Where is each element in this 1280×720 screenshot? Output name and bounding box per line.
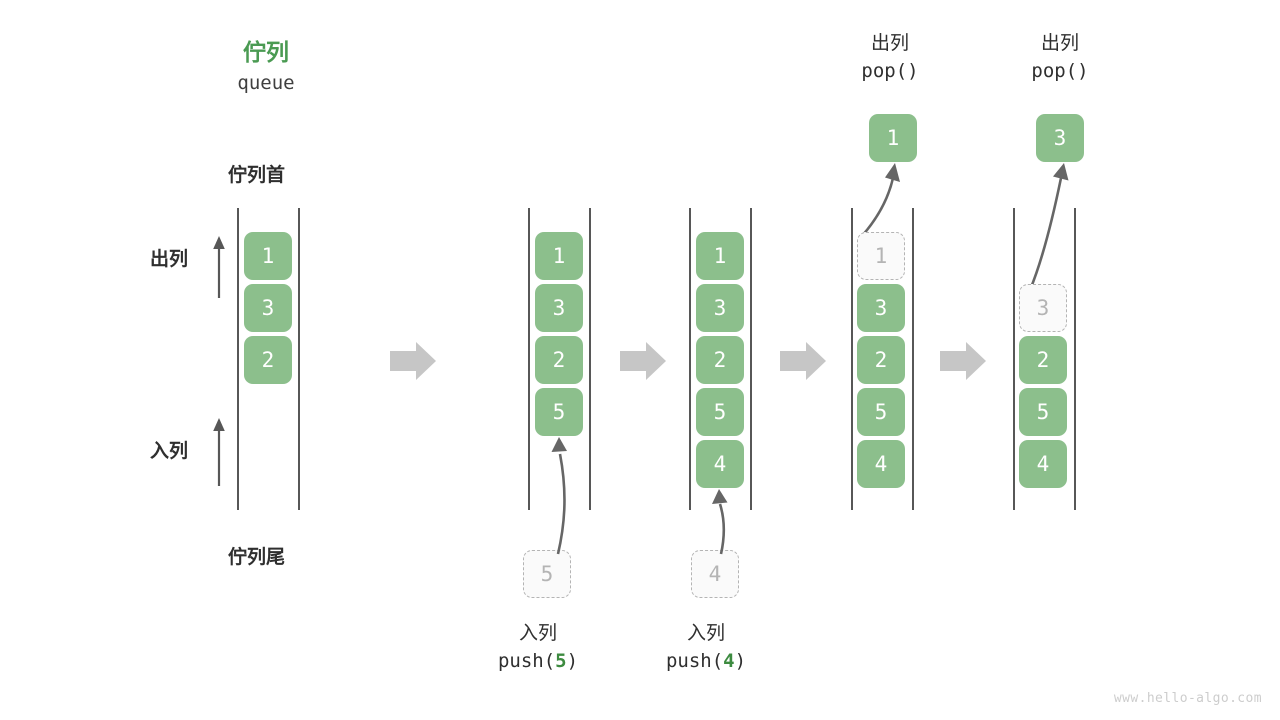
- enqueue-direction-arrow-icon: [213, 418, 225, 486]
- pop-arrow-icon: [1028, 163, 1069, 291]
- queue-cell: 2: [535, 336, 583, 384]
- push-4-label-cn: 入列: [686, 622, 725, 644]
- queue-cell: 5: [857, 388, 905, 436]
- queue-rail-right-stage-2: [589, 208, 591, 510]
- flow-arrow-icon: [780, 342, 826, 380]
- push-4-code-prefix: push(: [665, 649, 724, 672]
- push-5-code-prefix: push(: [497, 649, 556, 672]
- popped-cell: 1: [869, 114, 917, 162]
- pop-arrow-icon: [861, 163, 900, 237]
- queue-cell: 3: [1019, 284, 1067, 332]
- flow-arrow-icon: [390, 342, 436, 380]
- push-4-label-code: push(4): [616, 648, 796, 676]
- queue-rail-right-stage-1: [298, 208, 300, 510]
- enqueue-direction-label: 入列: [150, 440, 189, 462]
- queue-cell: 5: [1019, 388, 1067, 436]
- pop-1-label-code: pop(): [820, 58, 960, 86]
- pop-3-code-prefix: pop(: [1031, 59, 1078, 82]
- push-5-label-cn: 入列: [518, 622, 557, 644]
- queue-rail-left-stage-5: [1013, 208, 1015, 510]
- flow-arrow-icon: [620, 342, 666, 380]
- queue-cell: 4: [696, 440, 744, 488]
- queue-cell: 2: [1019, 336, 1067, 384]
- incoming-ghost-cell: 4: [691, 550, 739, 598]
- queue-rail-right-stage-4: [912, 208, 914, 510]
- pop-1-code-suffix: ): [907, 59, 919, 82]
- dequeue-direction-arrow-icon: [213, 236, 225, 298]
- queue-rail-right-stage-5: [1074, 208, 1076, 510]
- queue-cell: 3: [535, 284, 583, 332]
- queue-rail-right-stage-3: [750, 208, 752, 510]
- push-4-code-suffix: ): [734, 649, 747, 672]
- queue-cell: 3: [244, 284, 292, 332]
- push-4-operation-label: 入列 push(4): [616, 620, 796, 675]
- watermark: www.hello-algo.com: [1113, 691, 1262, 706]
- queue-rail-left-stage-1: [237, 208, 239, 510]
- queue-tail-label: 佇列尾: [228, 546, 286, 568]
- queue-cell: 3: [857, 284, 905, 332]
- queue-cell: 1: [535, 232, 583, 280]
- push-arrow-icon: [551, 437, 567, 555]
- queue-title-cn: 佇列: [243, 40, 289, 66]
- push-5-code-value: 5: [555, 649, 567, 672]
- push-5-operation-label: 入列 push(5): [448, 620, 628, 675]
- queue-cell: 2: [857, 336, 905, 384]
- pop-3-label-code: pop(): [990, 58, 1130, 86]
- queue-cell: 1: [696, 232, 744, 280]
- queue-cell: 1: [857, 232, 905, 280]
- queue-rail-left-stage-4: [851, 208, 853, 510]
- queue-cell: 2: [696, 336, 744, 384]
- incoming-ghost-cell: 5: [523, 550, 571, 598]
- pop-1-operation-label: 出列 pop(): [820, 30, 960, 85]
- queue-title-en: queue: [237, 72, 295, 94]
- pop-3-operation-label: 出列 pop(): [990, 30, 1130, 85]
- push-5-code-suffix: ): [566, 649, 579, 672]
- popped-cell: 3: [1036, 114, 1084, 162]
- queue-rail-left-stage-2: [528, 208, 530, 510]
- queue-cell: 5: [535, 388, 583, 436]
- pop-1-code-prefix: pop(: [861, 59, 908, 82]
- pop-3-label-cn: 出列: [1040, 32, 1079, 54]
- queue-cell: 4: [1019, 440, 1067, 488]
- queue-cell: 1: [244, 232, 292, 280]
- queue-cell: 2: [244, 336, 292, 384]
- queue-cell: 5: [696, 388, 744, 436]
- queue-head-label: 佇列首: [228, 164, 286, 186]
- queue-cell: 4: [857, 440, 905, 488]
- push-arrow-icon: [712, 489, 728, 555]
- pop-3-code-suffix: ): [1077, 59, 1089, 82]
- flow-arrow-icon: [940, 342, 986, 380]
- queue-cell: 3: [696, 284, 744, 332]
- push-4-code-value: 4: [723, 649, 735, 672]
- pop-1-label-cn: 出列: [870, 32, 909, 54]
- dequeue-direction-label: 出列: [150, 248, 189, 270]
- queue-rail-left-stage-3: [689, 208, 691, 510]
- push-5-label-code: push(5): [448, 648, 628, 676]
